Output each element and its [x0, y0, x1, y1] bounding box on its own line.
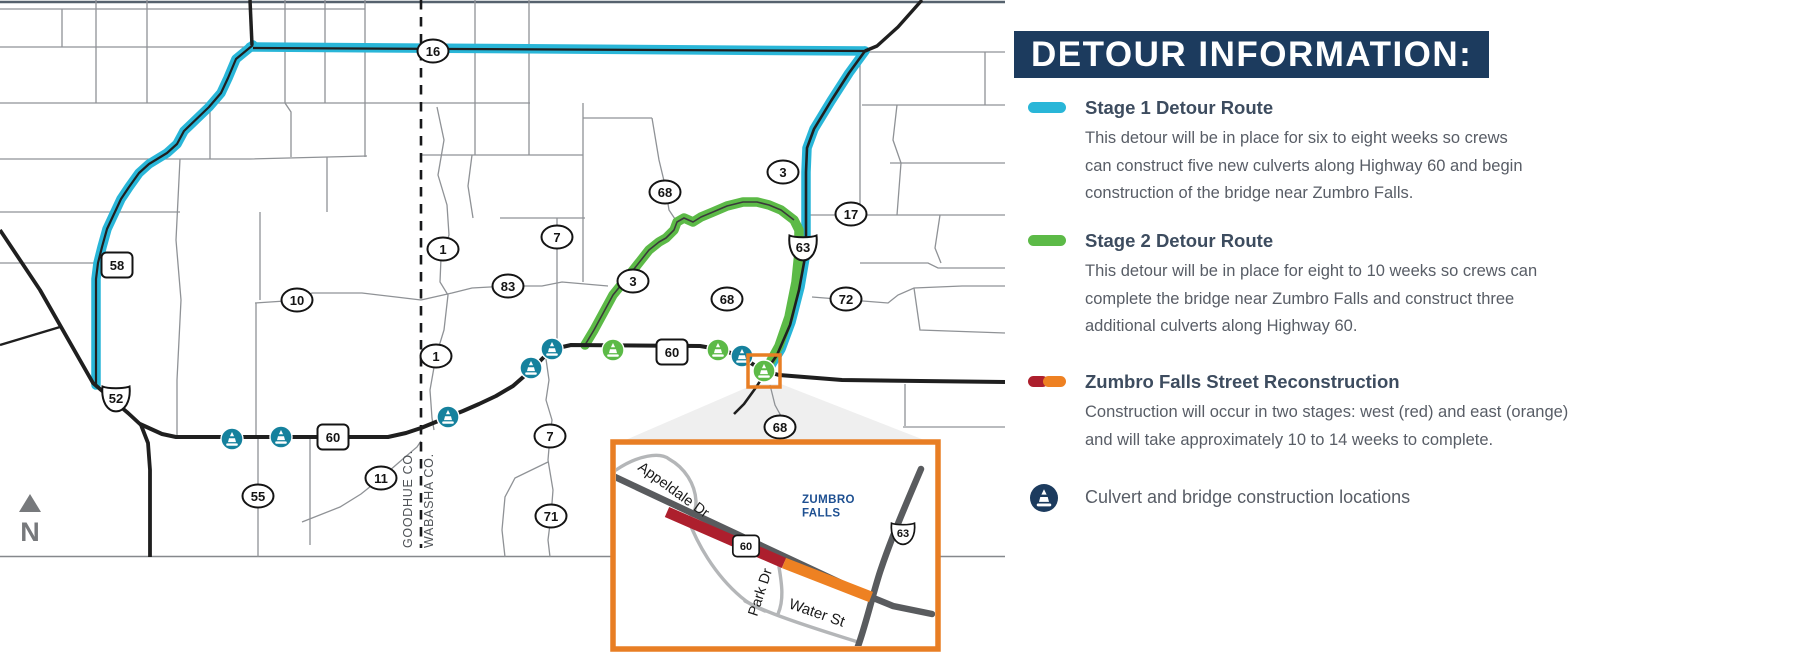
- green-construction-marker: [601, 338, 625, 362]
- highway-shield-7: 7: [540, 224, 574, 250]
- highway-shield-55: 55: [241, 483, 275, 509]
- highway-shield-68: 68: [763, 414, 797, 440]
- highway-shield-7: 7: [533, 423, 567, 449]
- svg-text:68: 68: [773, 420, 787, 435]
- highway-shield-58: 58: [100, 251, 134, 279]
- legend-heading-zumbro-falls-street: Zumbro Falls Street Reconstruction: [1085, 371, 1400, 392]
- highway-shield-71: 71: [534, 503, 568, 529]
- svg-text:68: 68: [720, 292, 734, 307]
- svg-text:63: 63: [897, 528, 909, 540]
- teal-construction-marker: [220, 427, 244, 451]
- svg-text:68: 68: [658, 185, 672, 200]
- park-dr-road: [776, 565, 784, 616]
- inset-border: [610, 439, 941, 652]
- svg-text:52: 52: [109, 391, 123, 406]
- svg-text:63: 63: [796, 240, 810, 255]
- teal-construction-marker: [436, 405, 460, 429]
- legend-body-line: and will take approximately 10 to 14 wee…: [1085, 430, 1494, 449]
- county-label: WABASHA CO.: [422, 453, 436, 548]
- construction-location-markers: [220, 337, 776, 451]
- legend-body-line: additional culverts along Highway 60.: [1085, 317, 1358, 335]
- svg-text:3: 3: [779, 165, 786, 180]
- svg-text:83: 83: [501, 279, 515, 294]
- legend-swatch-stage-2: [1028, 235, 1078, 249]
- minor-roads-layer: [0, 0, 1006, 558]
- svg-text:1: 1: [439, 242, 446, 257]
- culvert-note-label: Culvert and bridge construction location…: [1085, 487, 1411, 507]
- highway63-inset-road: [854, 465, 925, 646]
- inset-highway-shields: 60 63: [731, 522, 916, 558]
- inset-callout-wedge: [614, 384, 937, 445]
- highway-shield-68: 68: [648, 179, 682, 205]
- legend-body-line: Construction will occur in two stages: w…: [1085, 403, 1569, 421]
- highway-shield-83: 83: [491, 273, 525, 299]
- svg-text:58: 58: [110, 258, 124, 273]
- legend-body-line: can construct five new culverts along Hi…: [1085, 156, 1523, 175]
- legend-body-line: construction of the bridge near Zumbro F…: [1085, 184, 1414, 202]
- highway-shield-68: 68: [710, 286, 744, 312]
- highway-shield-1: 1: [426, 236, 460, 262]
- highway-shield-52: 52: [101, 385, 131, 413]
- svg-text:71: 71: [544, 509, 558, 524]
- highway-shield-10: 10: [280, 287, 314, 313]
- west-stage-red-segment: [664, 506, 787, 569]
- svg-text:60: 60: [740, 541, 752, 553]
- svg-text:3: 3: [629, 274, 636, 289]
- traffic-cone-icon: [1029, 483, 1059, 513]
- water-st-road: [743, 599, 860, 644]
- highway-shield-63: 63: [890, 522, 916, 546]
- highway-shield-72: 72: [829, 286, 863, 312]
- svg-text:17: 17: [844, 207, 858, 222]
- highway-shield-11: 11: [364, 465, 398, 491]
- highway-shield-60: 60: [655, 338, 689, 366]
- town-name-line: ZUMBRO: [802, 494, 855, 506]
- zumbro-falls-highlight-box: [746, 353, 782, 389]
- highway-shield-1: 1: [419, 343, 453, 369]
- panel-title: DETOUR INFORMATION:: [1014, 31, 1490, 78]
- legend-body-line: complete the bridge near Zumbro Falls an…: [1085, 289, 1515, 308]
- north-label: N: [20, 517, 40, 547]
- east-stage-orange-segment: [781, 557, 874, 603]
- highway-shield-3: 3: [616, 268, 650, 294]
- county-label: GOODHUE CO.: [401, 450, 415, 548]
- svg-text:1: 1: [432, 349, 439, 364]
- highway-shield-3: 3: [766, 159, 800, 185]
- zumbro-falls-town-label: ZUMBRO FALLS: [802, 494, 855, 520]
- svg-text:7: 7: [546, 429, 553, 444]
- legend-heading-stage-1: Stage 1 Detour Route: [1085, 97, 1274, 118]
- highway-shield-63: 63: [788, 234, 818, 262]
- green-construction-marker: [752, 359, 776, 383]
- svg-text:60: 60: [665, 345, 679, 360]
- highway-shield-16: 16: [416, 38, 450, 64]
- teal-construction-marker: [540, 337, 564, 361]
- town-name-line: FALLS: [802, 508, 840, 520]
- county-labels: GOODHUE CO. WABASHA CO.: [401, 450, 436, 548]
- highway-shield-17: 17: [834, 201, 868, 227]
- culvert-note-row: Culvert and bridge construction location…: [1029, 483, 1649, 517]
- svg-text:10: 10: [290, 293, 304, 308]
- legend-swatch-zumbro-falls-street: [1028, 376, 1078, 390]
- svg-text:55: 55: [251, 489, 265, 504]
- svg-text:7: 7: [553, 230, 560, 245]
- legend-body-line: This detour will be in place for six to …: [1085, 129, 1508, 147]
- stage1-detour-route: [91, 40, 870, 390]
- teal-construction-marker: [519, 356, 543, 380]
- highway-shield-60: 60: [731, 534, 761, 558]
- major-roads-layer: [0, 0, 1006, 557]
- svg-text:72: 72: [839, 292, 853, 307]
- legend-heading-stage-2: Stage 2 Detour Route: [1085, 230, 1274, 251]
- north-arrow-icon: N: [19, 494, 41, 547]
- green-construction-marker: [706, 338, 730, 362]
- highway-shield-60: 60: [316, 423, 350, 451]
- svg-text:16: 16: [426, 44, 440, 59]
- svg-text:11: 11: [374, 471, 388, 486]
- svg-text:60: 60: [326, 430, 340, 445]
- legend-swatch-stage-1: [1028, 102, 1078, 116]
- teal-construction-marker: [269, 425, 293, 449]
- legend-body-line: This detour will be in place for eight t…: [1085, 262, 1538, 280]
